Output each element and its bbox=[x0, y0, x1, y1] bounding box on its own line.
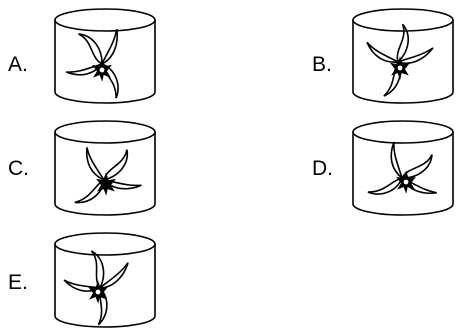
option-c-label: C. bbox=[8, 157, 29, 180]
option-e-cylinder-icon bbox=[54, 232, 156, 328]
option-b-label: B. bbox=[312, 53, 332, 76]
option-e-label: E. bbox=[8, 271, 28, 294]
option-d-label: D. bbox=[312, 157, 333, 180]
option-a-cylinder-icon bbox=[54, 8, 156, 104]
option-c-cylinder-icon bbox=[54, 120, 156, 216]
option-b-cylinder-icon bbox=[352, 8, 454, 104]
option-a-label: A. bbox=[8, 53, 28, 76]
option-d-cylinder-icon bbox=[352, 120, 454, 216]
